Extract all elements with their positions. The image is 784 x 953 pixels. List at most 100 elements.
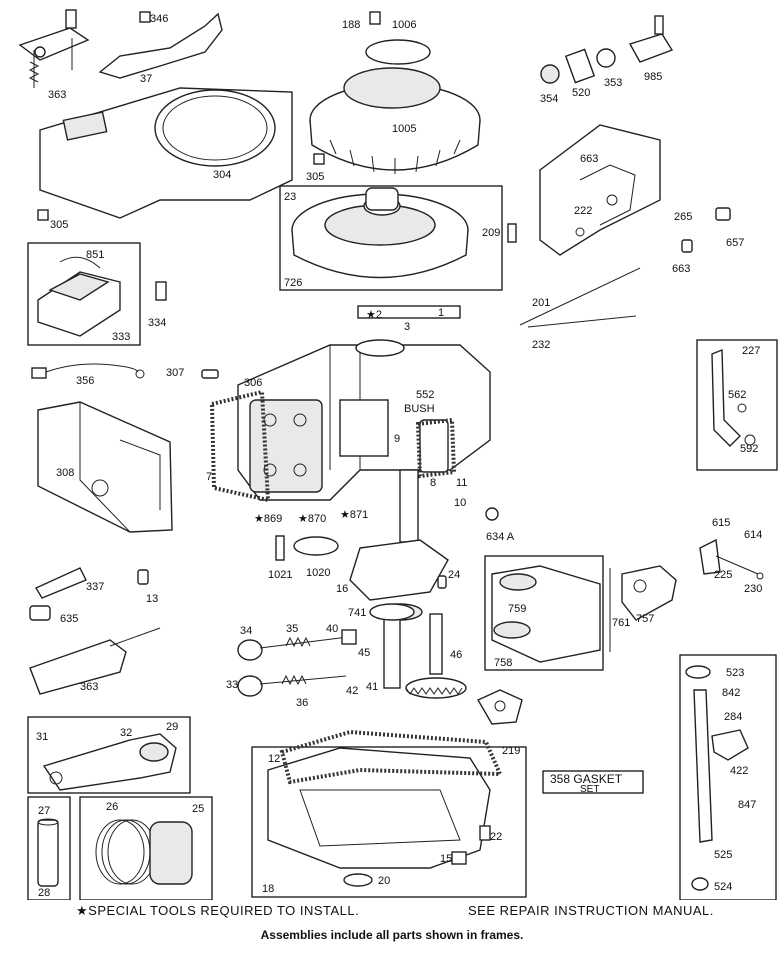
control-bracket-222 — [539, 124, 661, 256]
part-label-18: 18 — [262, 883, 274, 895]
flywheel-brake-23 — [291, 187, 469, 279]
part-label-523: 523 — [726, 667, 744, 679]
frame-18 — [251, 746, 527, 898]
part-label-34: 34 — [240, 625, 252, 637]
frame-1 — [357, 305, 461, 319]
part-label-363-bottom: 363 — [80, 681, 98, 693]
part-label-1: 1 — [438, 307, 444, 319]
crank-lever-757 — [621, 565, 677, 621]
governor-crank-219 — [477, 689, 523, 725]
part-label-265: 265 — [674, 211, 692, 223]
part-label-761: 761 — [612, 617, 630, 629]
part-label-758: 758 — [494, 657, 512, 669]
part-label-225: 225 — [714, 569, 732, 581]
tool-363 — [29, 627, 161, 695]
part-label-657: 657 — [726, 237, 744, 249]
part-label-22: 22 — [490, 831, 502, 843]
part-label-356: 356 — [76, 375, 94, 387]
part-label-42: 42 — [346, 685, 358, 697]
blower-housing-304 — [39, 87, 293, 219]
links-201-232 — [519, 267, 641, 328]
part-label-9: 9 — [394, 433, 400, 445]
part-label-985: 985 — [644, 71, 662, 83]
part-labels: 346 188 1006 37 363 304 1005 305 305 23 … — [36, 13, 762, 899]
part-label-32: 32 — [120, 727, 132, 739]
part-label-615: 615 — [712, 517, 730, 529]
part-label-37: 37 — [140, 73, 152, 85]
gasket-set-label: 358 GASKET SET — [550, 772, 623, 795]
part-label-337: 337 — [86, 581, 104, 593]
part-label-25: 25 — [192, 803, 204, 815]
part-label-634a: 634 A — [486, 531, 515, 543]
part-label-27: 27 — [38, 805, 50, 817]
fitting-635 — [29, 605, 51, 621]
part-label-870: ★870 — [298, 513, 326, 525]
part-label-41: 41 — [366, 681, 378, 693]
part-label-31: 31 — [36, 731, 48, 743]
frame-758 — [484, 555, 604, 671]
frame-227 — [696, 339, 778, 471]
part-label-422: 422 — [730, 765, 748, 777]
part-label-230: 230 — [744, 583, 762, 595]
cylinder-block — [209, 339, 491, 503]
part-label-592: 592 — [740, 443, 758, 455]
governor-assembly-758 — [491, 565, 611, 663]
camshaft-46 — [369, 603, 467, 699]
connecting-rod-29 — [42, 733, 177, 791]
ignition-parts-top-right — [540, 15, 674, 84]
part-label-308: 308 — [56, 467, 74, 479]
part-label-663-a: 663 — [580, 153, 598, 165]
part-label-726: 726 — [284, 277, 302, 289]
repair-manual-note: SEE REPAIR INSTRUCTION MANUAL. — [468, 903, 714, 918]
frame-27 — [27, 796, 71, 900]
part-label-842: 842 — [722, 687, 740, 699]
small-hardware — [37, 11, 731, 841]
part-label-851: 851 — [86, 249, 104, 261]
part-label-759: 759 — [508, 603, 526, 615]
spark-plug-lead-356 — [31, 363, 145, 379]
part-label-871: ★871 — [340, 509, 368, 521]
flywheel-1005 — [309, 39, 481, 174]
part-label-7: 7 — [206, 471, 212, 483]
part-label-663-b: 663 — [672, 263, 690, 275]
ignition-armature-333 — [37, 256, 121, 337]
frame-358-gasket-set — [542, 770, 644, 794]
valves — [237, 629, 357, 697]
part-label-525: 525 — [714, 849, 732, 861]
part-label-46: 46 — [450, 649, 462, 661]
part-label-333: 333 — [112, 331, 130, 343]
part-label-8: 8 — [430, 477, 436, 489]
lever-227 — [711, 348, 756, 447]
part-label-10: 10 — [454, 497, 466, 509]
gasket-set-line1: 358 GASKET — [550, 772, 623, 786]
part-label-334: 334 — [148, 317, 166, 329]
part-label-3: 3 — [404, 321, 410, 333]
part-label-741: 741 — [348, 607, 366, 619]
part-label-635: 635 — [60, 613, 78, 625]
part-label-209: 209 — [482, 227, 500, 239]
piston-pin-27 — [37, 818, 59, 887]
part-label-1005: 1005 — [392, 123, 416, 135]
part-label-353: 353 — [604, 77, 622, 89]
part-label-219: 219 — [502, 745, 520, 757]
part-label-304: 304 — [213, 169, 231, 181]
part-label-847: 847 — [738, 799, 756, 811]
part-label-15: 15 — [440, 853, 452, 865]
part-label-1006: 1006 — [392, 19, 416, 31]
part-label-306: 306 — [244, 377, 262, 389]
governor-link-225 — [699, 538, 764, 580]
part-label-28: 28 — [38, 887, 50, 899]
part-label-222: 222 — [574, 205, 592, 217]
part-label-33: 33 — [226, 679, 238, 691]
spark-plug-337 — [34, 567, 149, 599]
part-label-757: 757 — [636, 613, 654, 625]
cover-308 — [37, 401, 173, 533]
air-guide-37 — [98, 12, 223, 79]
piston-25 — [95, 819, 193, 885]
part-label-524: 524 — [714, 881, 732, 893]
part-label-520: 520 — [572, 87, 590, 99]
part-label-bush: BUSH — [404, 403, 435, 415]
assemblies-note: Assemblies include all parts shown in fr… — [260, 928, 524, 942]
frame-29 — [27, 716, 191, 794]
part-label-2: ★2 — [366, 309, 382, 321]
